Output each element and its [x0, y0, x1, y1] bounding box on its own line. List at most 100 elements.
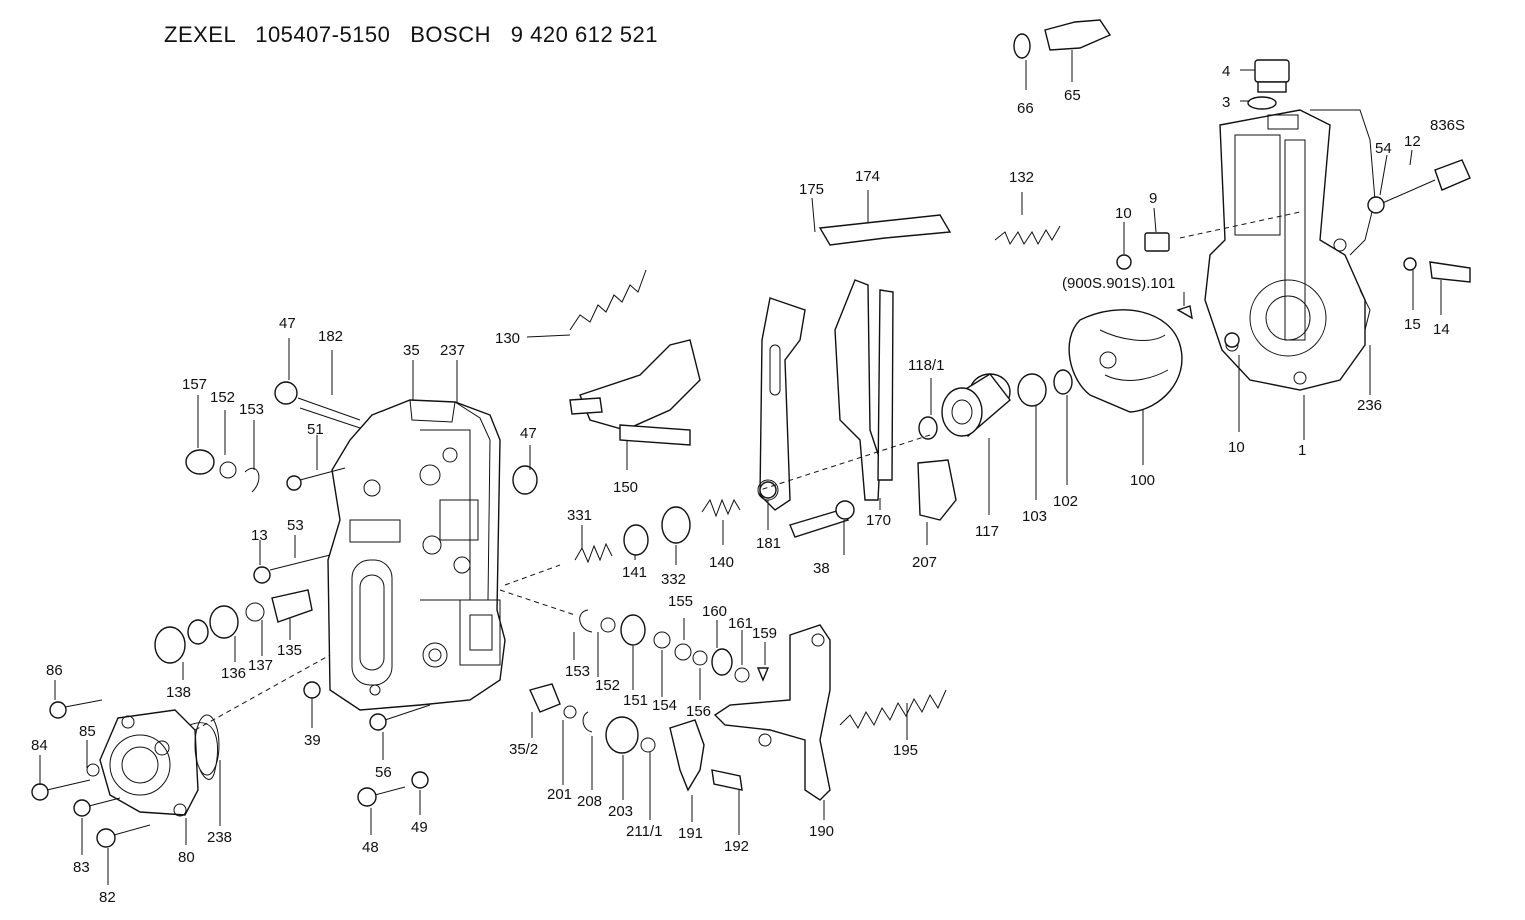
callout-836s: 836S	[1430, 117, 1465, 134]
callout-153-right: 153	[565, 663, 590, 680]
callout-102: 102	[1053, 493, 1078, 510]
callout-15: 15	[1404, 316, 1421, 333]
callout-135: 135	[277, 642, 302, 659]
callout-13: 13	[251, 527, 268, 544]
small-parts	[31, 19, 1471, 848]
callout-82: 82	[99, 889, 116, 906]
callout-49: 49	[411, 819, 428, 836]
callout-35-2: 35/2	[509, 741, 538, 758]
leader-lines	[39, 50, 1442, 885]
governor-housing-part	[327, 399, 506, 711]
drawing-title: ZEXEL 105407-5150 BOSCH 9 420 612 521	[164, 22, 658, 47]
callout-175: 175	[799, 181, 824, 198]
callout-132: 132	[1009, 169, 1034, 186]
callout-35: 35	[403, 342, 420, 359]
callout-150: 150	[613, 479, 638, 496]
callout-141: 141	[622, 564, 647, 581]
callout-51: 51	[307, 421, 324, 438]
callout-181: 181	[756, 535, 781, 552]
callout-101: (900S.901S).101	[1062, 275, 1175, 292]
callout-103: 103	[1022, 508, 1047, 525]
callout-159: 159	[752, 625, 777, 642]
spring-132	[994, 225, 1061, 246]
callout-80: 80	[178, 849, 195, 866]
cover-plate-part	[99, 709, 220, 817]
callout-152-left: 152	[210, 389, 235, 406]
callout-192: 192	[724, 838, 749, 855]
callout-331: 331	[567, 507, 592, 524]
callout-152-right: 152	[595, 677, 620, 694]
callout-130: 130	[495, 330, 520, 347]
spring-331	[574, 542, 613, 564]
callout-56: 56	[375, 764, 392, 781]
callout-201: 201	[547, 786, 572, 803]
callout-38: 38	[813, 560, 830, 577]
callout-160: 160	[702, 603, 727, 620]
callout-labels: 1 3 4 9 10 10 12 13 14 15 35 35/2 38 39 …	[31, 63, 1465, 906]
callout-174: 174	[855, 168, 880, 185]
callout-157: 157	[182, 376, 207, 393]
callout-154: 154	[652, 697, 677, 714]
callout-203: 203	[608, 803, 633, 820]
lever-assembly-part	[757, 214, 952, 511]
assembly-axis-line-3	[504, 564, 561, 586]
callout-14: 14	[1433, 321, 1450, 338]
callout-118-1: 118/1	[908, 357, 944, 374]
callout-137: 137	[248, 657, 273, 674]
callout-10-bottom: 10	[1228, 439, 1245, 456]
callout-151: 151	[623, 692, 648, 709]
callout-1: 1	[1298, 442, 1306, 459]
callout-153-left: 153	[239, 401, 264, 418]
callout-140: 140	[709, 554, 734, 571]
callout-238: 238	[207, 829, 232, 846]
callout-155: 155	[668, 593, 693, 610]
callout-9: 9	[1149, 190, 1157, 207]
callout-136: 136	[221, 665, 246, 682]
callout-47-right: 47	[520, 425, 537, 442]
callout-65: 65	[1064, 87, 1081, 104]
callout-117: 117	[975, 523, 999, 540]
spring-130	[569, 269, 647, 331]
callout-191: 191	[678, 825, 703, 842]
callout-3: 3	[1222, 94, 1230, 111]
callout-332: 332	[661, 571, 686, 588]
callout-85: 85	[79, 723, 96, 740]
spring-195	[839, 689, 947, 730]
callout-156: 156	[686, 703, 711, 720]
callout-195: 195	[893, 742, 918, 759]
control-lever-part	[713, 624, 831, 801]
assembly-axis-line-4	[499, 589, 576, 616]
callout-53: 53	[287, 517, 304, 534]
callout-47-left: 47	[279, 315, 296, 332]
callout-170: 170	[866, 512, 891, 529]
flyweight-assembly-part	[1068, 309, 1183, 413]
callout-138: 138	[166, 684, 191, 701]
callout-237: 237	[440, 342, 465, 359]
assembly-axis-line-5	[194, 654, 331, 731]
callout-236: 236	[1357, 397, 1382, 414]
sleeve-part	[941, 373, 1011, 438]
callout-39: 39	[304, 732, 321, 749]
spring-140	[701, 498, 741, 518]
callout-182: 182	[318, 328, 343, 345]
callout-100: 100	[1130, 472, 1155, 489]
callout-190: 190	[809, 823, 834, 840]
callout-54: 54	[1375, 140, 1392, 157]
callout-48: 48	[362, 839, 379, 856]
assembly-axis-line	[1179, 211, 1301, 239]
callout-84: 84	[31, 737, 48, 754]
shaft-lever-part	[569, 339, 701, 446]
callout-208: 208	[577, 793, 602, 810]
callout-211-1: 211/1	[626, 823, 662, 840]
callout-83: 83	[73, 859, 90, 876]
callout-66: 66	[1017, 100, 1034, 117]
callout-207: 207	[912, 554, 937, 571]
callout-161: 161	[728, 615, 753, 632]
callout-86: 86	[46, 662, 63, 679]
pump-housing-part	[1204, 109, 1376, 391]
callout-12: 12	[1404, 133, 1421, 150]
callout-10-top: 10	[1115, 205, 1132, 222]
assembly-axis-line-2	[759, 434, 931, 491]
callout-4: 4	[1222, 63, 1230, 80]
